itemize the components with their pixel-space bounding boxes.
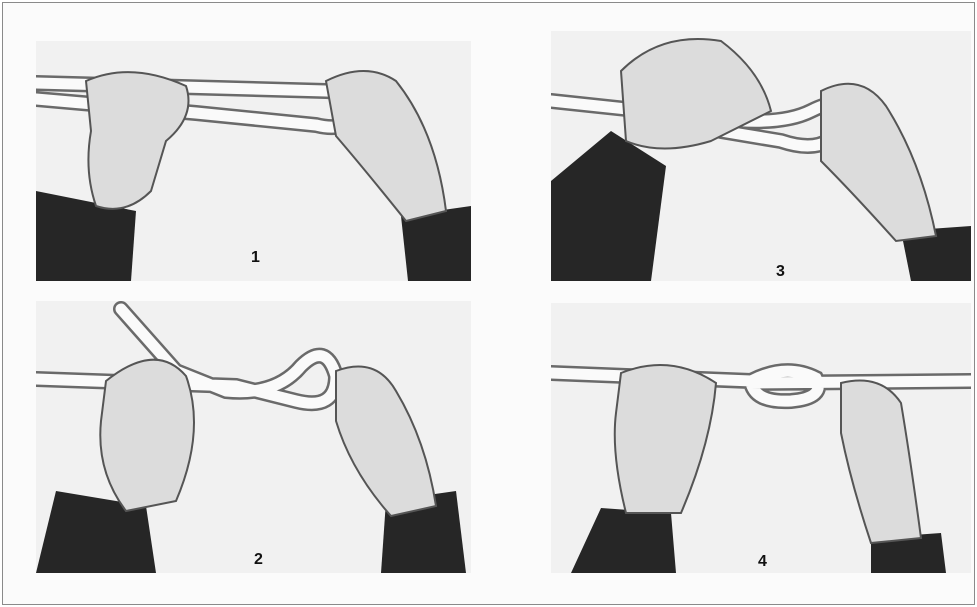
step-3-number: 3 [776,263,785,281]
step-1-number: 1 [251,249,260,267]
step-3-panel: 3 [551,31,971,281]
step-1-illustration [36,41,471,281]
step-2-panel: 2 [36,301,471,573]
step-2-number: 2 [254,551,263,569]
step-3-illustration [551,31,971,281]
step-4-number: 4 [758,553,767,571]
step-4-panel: 4 [551,303,971,573]
step-4-illustration [551,303,971,573]
step-1-panel: 1 [36,41,471,281]
step-2-illustration [36,301,471,573]
